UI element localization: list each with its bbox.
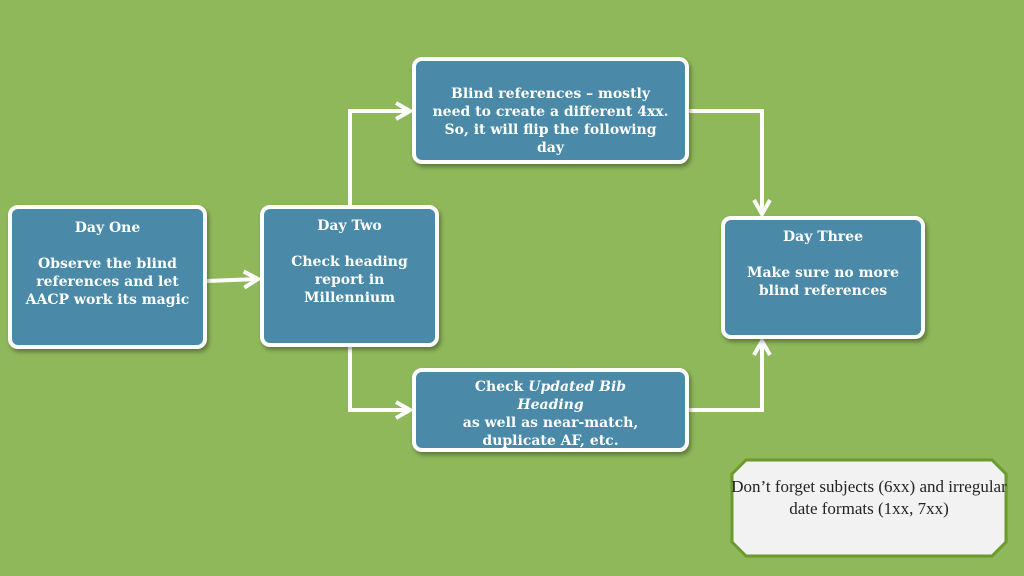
arrow-day-two-to-blind-references bbox=[348, 101, 415, 205]
day-three-body: Make sure no more blind references bbox=[746, 265, 900, 299]
arrow-day-two-to-check-updated bbox=[348, 347, 415, 420]
day-three-title: Day Three bbox=[782, 229, 863, 245]
day-two-box: Day Two Check heading report in Millenni… bbox=[260, 205, 439, 347]
blind-references-box: Blind references – mostly need to create… bbox=[412, 57, 689, 164]
day-one-title: Day One bbox=[74, 220, 141, 236]
octagon-shape bbox=[730, 458, 1008, 558]
arrow-check-updated-to-day-three bbox=[689, 336, 772, 412]
reminder-note-text: Don’t forget subjects (6xx) and irregula… bbox=[731, 477, 1007, 518]
arrow-day-one-to-day-two bbox=[206, 269, 263, 290]
blind-references-text: Blind references – mostly need to create… bbox=[432, 86, 669, 156]
day-three-box: Day Three Make sure no more blind refere… bbox=[721, 216, 925, 339]
check-updated-box: Check Updated Bib Heading as well as nea… bbox=[412, 368, 689, 452]
check-updated-prefix: Check bbox=[474, 379, 529, 395]
arrow-blind-references-to-day-three bbox=[689, 109, 772, 219]
day-two-body: Check heading report in Millennium bbox=[291, 254, 408, 306]
check-updated-italic: Updated Bib Heading bbox=[517, 379, 627, 413]
day-one-box: Day One Observe the blind references and… bbox=[8, 205, 207, 349]
day-one-body: Observe the blind references and let AAC… bbox=[25, 256, 190, 308]
day-two-title: Day Two bbox=[317, 218, 382, 234]
reminder-note: Don’t forget subjects (6xx) and irregula… bbox=[730, 458, 1008, 558]
check-updated-rest: as well as near-match, duplicate AF, etc… bbox=[462, 415, 639, 449]
